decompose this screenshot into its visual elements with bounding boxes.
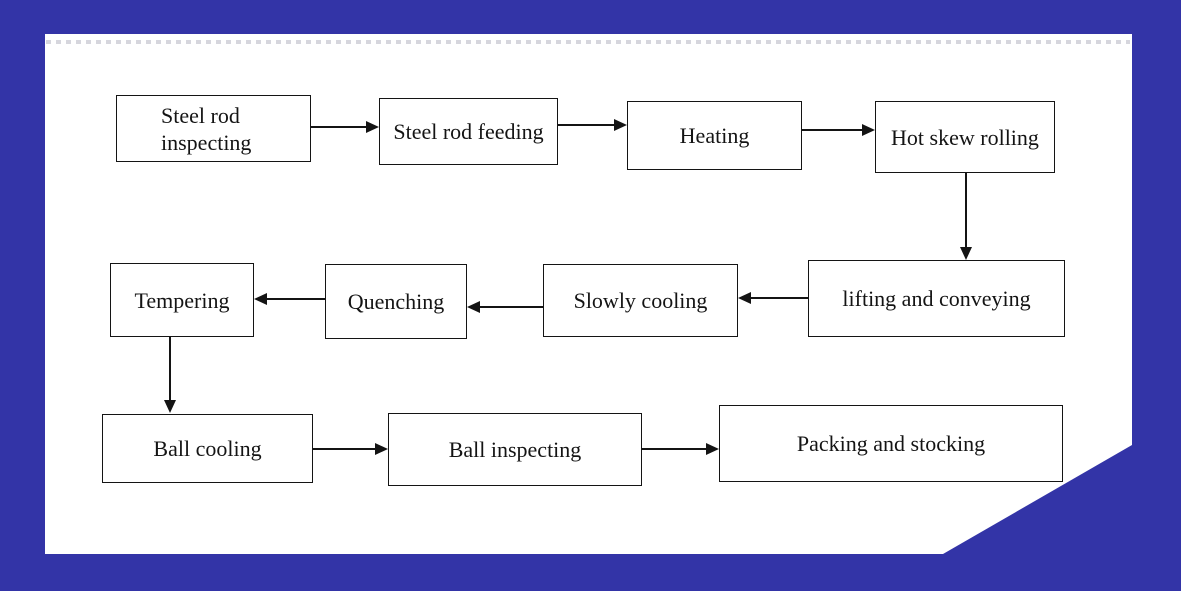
arrow-inspecting-to-packing-shaft: [642, 448, 707, 450]
node-slowly-cooling: Slowly cooling: [543, 264, 738, 337]
node-quenching: Quenching: [325, 264, 467, 339]
node-lifting-and-conveying: lifting and conveying: [808, 260, 1065, 337]
node-hot-skew-rolling: Hot skew rolling: [875, 101, 1055, 173]
node-tempering: Tempering: [110, 263, 254, 337]
node-label: Heating: [679, 123, 750, 148]
node-label: lifting and conveying: [842, 286, 1031, 311]
node-packing-and-stocking: Packing and stocking: [719, 405, 1063, 482]
node-label: Ball inspecting: [448, 437, 582, 462]
node-label: Steel rod feeding: [393, 119, 544, 144]
arrow-slowly-cooling-to-quenching-shaft: [479, 306, 543, 308]
node-label: Steel rod inspecting: [161, 102, 252, 155]
arrow-inspecting-to-packing-head-icon: [706, 443, 719, 455]
node-ball-inspecting: Ball inspecting: [388, 413, 642, 486]
node-steel-rod-feeding: Steel rod feeding: [379, 98, 558, 165]
arrow-heating-to-rolling-shaft: [802, 129, 863, 131]
arrow-tempering-to-ball-cooling-shaft: [169, 337, 171, 401]
arrow-ball-cooling-to-inspecting-head-icon: [375, 443, 388, 455]
arrow-lifting-to-slowly-cooling-shaft: [750, 297, 808, 299]
arrow-quenching-to-tempering-head-icon: [254, 293, 267, 305]
arrow-rolling-to-lifting-head-icon: [960, 247, 972, 260]
arrow-quenching-to-tempering-shaft: [266, 298, 325, 300]
node-label: Ball cooling: [153, 436, 262, 461]
arrow-feeding-to-heating-head-icon: [614, 119, 627, 131]
arrow-inspecting-to-feeding-shaft: [311, 126, 367, 128]
node-steel-rod-inspecting: Steel rod inspecting: [116, 95, 311, 162]
node-label: Quenching: [347, 289, 445, 314]
node-label: Packing and stocking: [796, 431, 986, 456]
arrow-rolling-to-lifting-shaft: [965, 173, 967, 249]
dashed-tick-line: [46, 40, 1130, 44]
node-label: Slowly cooling: [573, 288, 708, 313]
node-label: Tempering: [134, 287, 230, 313]
arrow-lifting-to-slowly-cooling-head-icon: [738, 292, 751, 304]
arrow-inspecting-to-feeding-head-icon: [366, 121, 379, 133]
node-heating: Heating: [627, 101, 802, 170]
arrow-slowly-cooling-to-quenching-head-icon: [467, 301, 480, 313]
arrow-ball-cooling-to-inspecting-shaft: [313, 448, 376, 450]
arrow-feeding-to-heating-shaft: [558, 124, 615, 126]
node-label: Hot skew rolling: [891, 124, 1039, 150]
arrow-heating-to-rolling-head-icon: [862, 124, 875, 136]
arrow-tempering-to-ball-cooling-head-icon: [164, 400, 176, 413]
node-ball-cooling: Ball cooling: [102, 414, 313, 483]
